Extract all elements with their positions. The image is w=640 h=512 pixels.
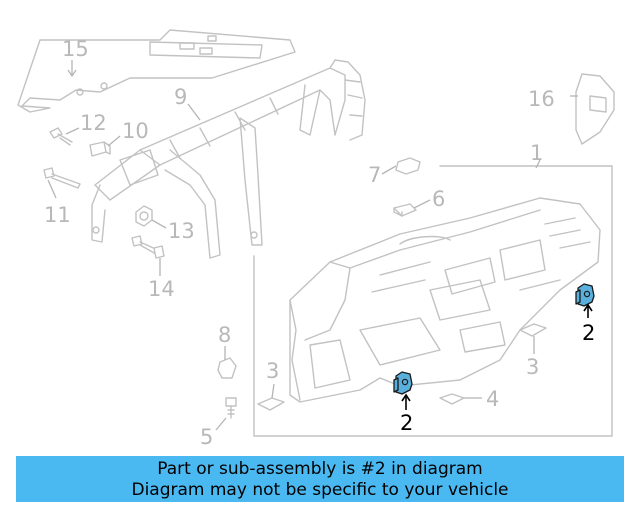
callout-15: 15 [62, 37, 89, 61]
part-13-nut [135, 205, 153, 227]
callout-9: 9 [174, 85, 187, 109]
callout-14: 14 [148, 277, 175, 301]
part-2-clip-right[interactable] [575, 283, 595, 307]
part-5-screw [225, 397, 237, 419]
part-15-plate [17, 29, 296, 113]
callout-4: 4 [486, 387, 499, 411]
info-banner: Part or sub-assembly is #2 in diagram Di… [16, 456, 624, 502]
part-16-side-cover [575, 73, 615, 145]
callout-2-left[interactable]: 2 [400, 411, 413, 435]
callout-13: 13 [168, 219, 195, 243]
callout-1: 1 [530, 141, 543, 165]
callout-7: 7 [368, 163, 381, 187]
part-1-callout-frame [253, 165, 613, 437]
part-6-retainer [393, 203, 417, 217]
callout-3-right: 3 [526, 355, 539, 379]
callout-11: 11 [44, 203, 71, 227]
banner-line-1: Part or sub-assembly is #2 in diagram [157, 459, 483, 479]
part-2-leader-lines [401, 303, 593, 410]
callout-16: 16 [528, 87, 555, 111]
part-2-clip-left[interactable] [393, 371, 413, 395]
callout-2-right[interactable]: 2 [582, 321, 595, 345]
part-1-instrument-panel [289, 197, 601, 403]
callout-6: 6 [432, 187, 445, 211]
part-9-reinforcement-beam [91, 59, 366, 259]
part-12-bolt [49, 127, 73, 146]
part-10-clip [89, 141, 111, 157]
part-4-clip [439, 393, 465, 405]
part-11-bolt [43, 167, 81, 189]
callout-3-left: 3 [266, 359, 279, 383]
gray-leader-lines [47, 60, 578, 431]
part-14-bolt [131, 235, 165, 259]
callout-8: 8 [218, 323, 231, 347]
part-3-clip-left [257, 397, 285, 411]
part-3-clip-right [519, 323, 547, 337]
part-7-clip [395, 157, 421, 175]
callout-12: 12 [80, 111, 107, 135]
callout-10: 10 [122, 119, 149, 143]
banner-line-2: Diagram may not be specific to your vehi… [131, 480, 509, 500]
callout-5: 5 [200, 425, 213, 449]
part-8-clip [217, 357, 237, 379]
